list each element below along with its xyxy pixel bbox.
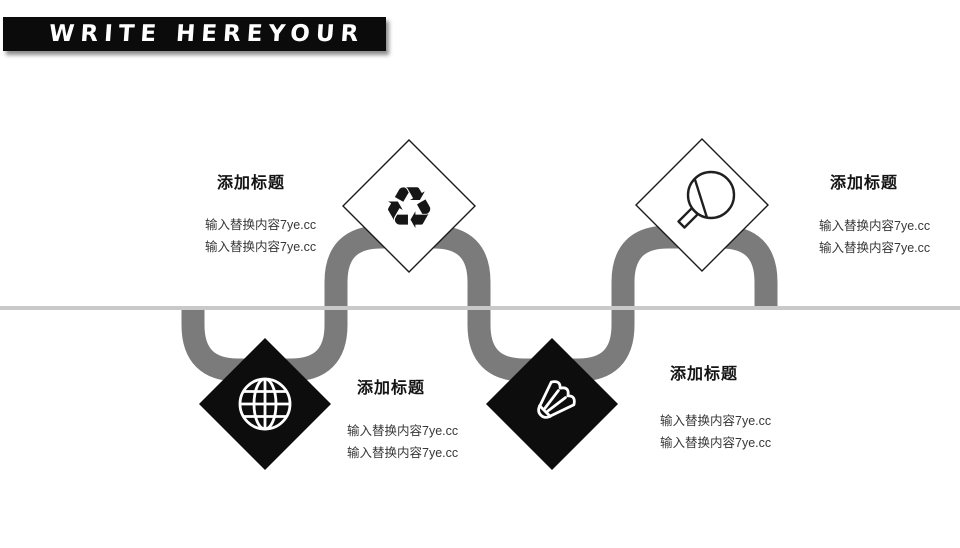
diamond-shuttlecock [486,338,618,470]
diamond-shape-light [342,139,476,273]
diamond-globe [199,338,331,470]
item-2-body: 输入替换内容7ye.cc 输入替换内容7ye.cc [347,420,458,464]
item-4-body-line-2: 输入替换内容7ye.cc [819,241,931,255]
diamond-shape-dark [486,338,618,470]
item-1-body-line-1: 输入替换内容7ye.cc [205,218,317,232]
flow-ribbon [181,225,778,382]
item-3-body-line-2: 输入替换内容7ye.cc [660,436,772,450]
item-1-body: 输入替换内容7ye.cc 输入替换内容7ye.cc [205,214,316,258]
globe-icon [238,377,292,431]
table-tennis-paddle-icon [677,170,736,229]
timeline-baseline [0,306,960,310]
diamond-paddle [635,138,769,272]
item-3-body-line-1: 输入替换内容7ye.cc [660,414,772,428]
item-4-body-line-1: 输入替换内容7ye.cc [819,219,931,233]
shuttlecock-icon [537,380,576,419]
item-4-title: 添加标题 [830,175,899,192]
item-2-body-line-2: 输入替换内容7ye.cc [347,446,459,460]
recycle-icon: ♻ [383,174,435,242]
diamond-recycle: ♻ [342,139,476,273]
item-1-body-line-2: 输入替换内容7ye.cc [205,240,317,254]
header-bar: WRITE HEREYOUR [3,17,386,51]
item-2-title: 添加标题 [357,380,426,397]
item-1-title: 添加标题 [217,175,286,192]
item-2-body-line-1: 输入替换内容7ye.cc [347,424,459,438]
item-3-body: 输入替换内容7ye.cc 输入替换内容7ye.cc [660,410,771,454]
item-3-title: 添加标题 [670,366,739,383]
item-4-body: 输入替换内容7ye.cc 输入替换内容7ye.cc [819,215,930,259]
